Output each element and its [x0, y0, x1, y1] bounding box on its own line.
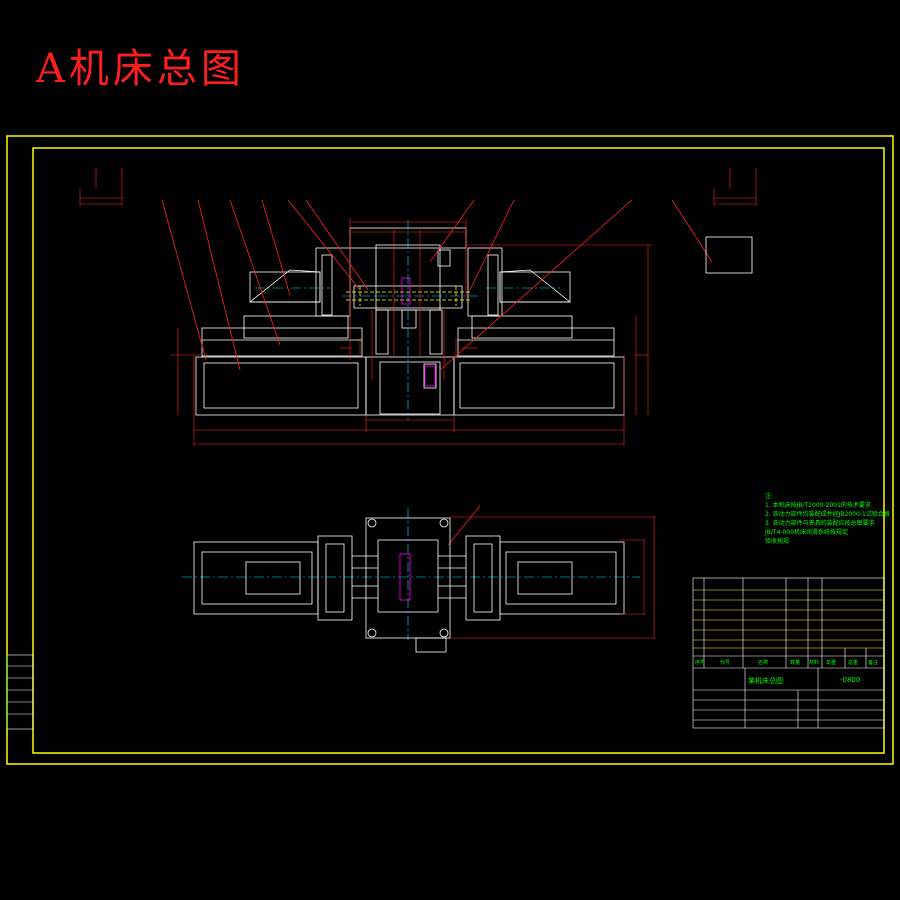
locator-highlight	[424, 365, 436, 387]
surface-symbols	[79, 168, 757, 206]
workpiece-highlight	[401, 277, 411, 305]
centerlines	[182, 220, 640, 640]
dimension-lines	[170, 218, 652, 446]
notes-line-2: 2. 各动力部件均装配成并经JB2000-1试验合格	[765, 511, 890, 518]
title-block	[692, 577, 885, 729]
tb-header-name: 名称	[758, 660, 769, 666]
tb-drawing-code: -0800	[840, 676, 861, 684]
outer-frame	[6, 135, 894, 765]
drawing-title: A机床总图	[36, 46, 245, 92]
top-dimension-lines	[450, 516, 656, 639]
technical-notes: 注: 1. 本机床按JB/T2000-2001的技术要求 2. 各动力部件均装配…	[765, 492, 890, 546]
tb-header-unit-weight: 单重	[826, 660, 837, 666]
inner-frame	[32, 147, 885, 754]
left-side-table	[6, 654, 34, 730]
notes-line-1: 1. 本机床按JB/T2000-2001的技术要求	[765, 502, 871, 509]
notes-line-5: 验收按规	[765, 538, 790, 545]
notes-heading: 注:	[765, 493, 774, 500]
tb-header-material: 材料	[809, 660, 820, 666]
notes-line-3: 3. 各动力部件与夹具的装配应按总图要求	[765, 520, 875, 527]
tb-header-qty: 数量	[790, 660, 801, 666]
tb-drawing-name: 某机床总图	[748, 677, 783, 685]
top-workpiece-highlight	[399, 553, 411, 601]
tb-header-remark: 备注	[868, 660, 879, 666]
leader-lines	[161, 199, 713, 546]
tb-header-seq: 序号	[695, 660, 706, 666]
front-view	[195, 227, 625, 416]
top-view	[193, 517, 625, 653]
tb-header-total-weight: 总重	[848, 660, 859, 666]
tb-header-code: 代号	[720, 660, 731, 666]
callout-box	[705, 236, 753, 274]
notes-line-4: JB/T4-000机床润滑系统按规定	[765, 529, 849, 536]
